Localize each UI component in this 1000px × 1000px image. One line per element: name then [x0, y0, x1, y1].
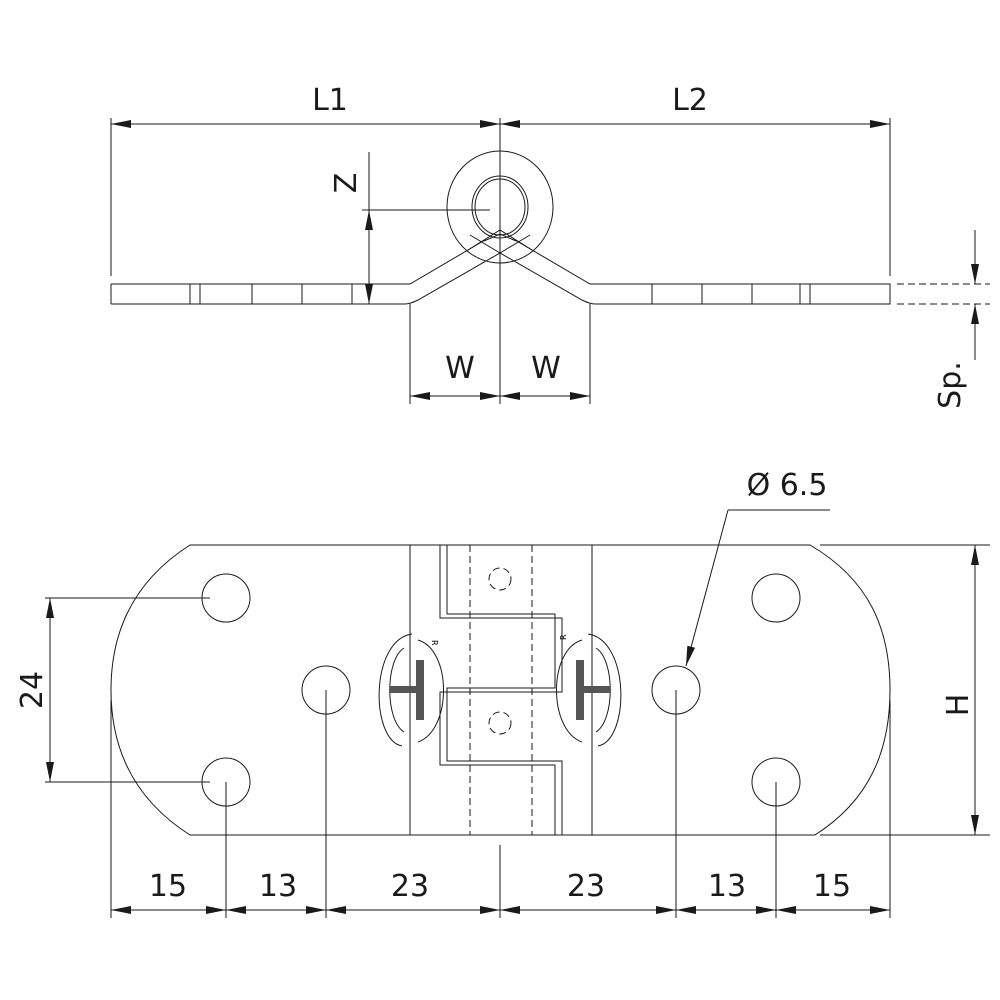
- screw-mark: R: [559, 634, 568, 640]
- dim-label: 15: [813, 869, 851, 904]
- dim-label: 23: [391, 869, 429, 904]
- dim-label: 13: [259, 869, 297, 904]
- label-h: H: [941, 694, 976, 717]
- label-z: Z: [329, 173, 364, 194]
- knuckle-outer: [446, 150, 554, 264]
- hinge-bend: [467, 229, 533, 254]
- pin-inner: [474, 178, 526, 236]
- pin-outer: [471, 175, 529, 239]
- dim-label: 15: [149, 869, 187, 904]
- bottom-extension-lines: [110, 690, 891, 918]
- pin-hole-hidden: [488, 567, 512, 591]
- screw-mark: R: [430, 640, 439, 646]
- top-view: L1 L2 Z W W Sp.: [110, 83, 990, 409]
- screw-left: R: [378, 633, 444, 747]
- screw-right: R: [556, 633, 622, 747]
- hinge-outline: [110, 544, 891, 836]
- knuckle-outline: [439, 545, 563, 835]
- dim-label: 23: [567, 869, 605, 904]
- hinge-plate-side: [110, 239, 891, 305]
- label-diameter: Ø 6.5: [747, 468, 828, 503]
- label-24: 24: [15, 671, 50, 709]
- hole: [751, 573, 801, 623]
- label-l1: L1: [312, 83, 348, 118]
- plate-segment-lines: [189, 284, 811, 304]
- pin-hole-hidden: [488, 711, 512, 735]
- label-l2: L2: [672, 83, 708, 118]
- diameter-leader: [685, 509, 729, 667]
- dim-label: 13: [708, 869, 746, 904]
- label-sp: Sp.: [933, 361, 968, 409]
- label-w-left: W: [445, 351, 475, 386]
- mounting-holes: [201, 573, 801, 807]
- knuckle-outline: [446, 545, 563, 835]
- label-w-right: W: [531, 351, 561, 386]
- front-view: R R 24 H Ø 6.5: [15, 468, 990, 918]
